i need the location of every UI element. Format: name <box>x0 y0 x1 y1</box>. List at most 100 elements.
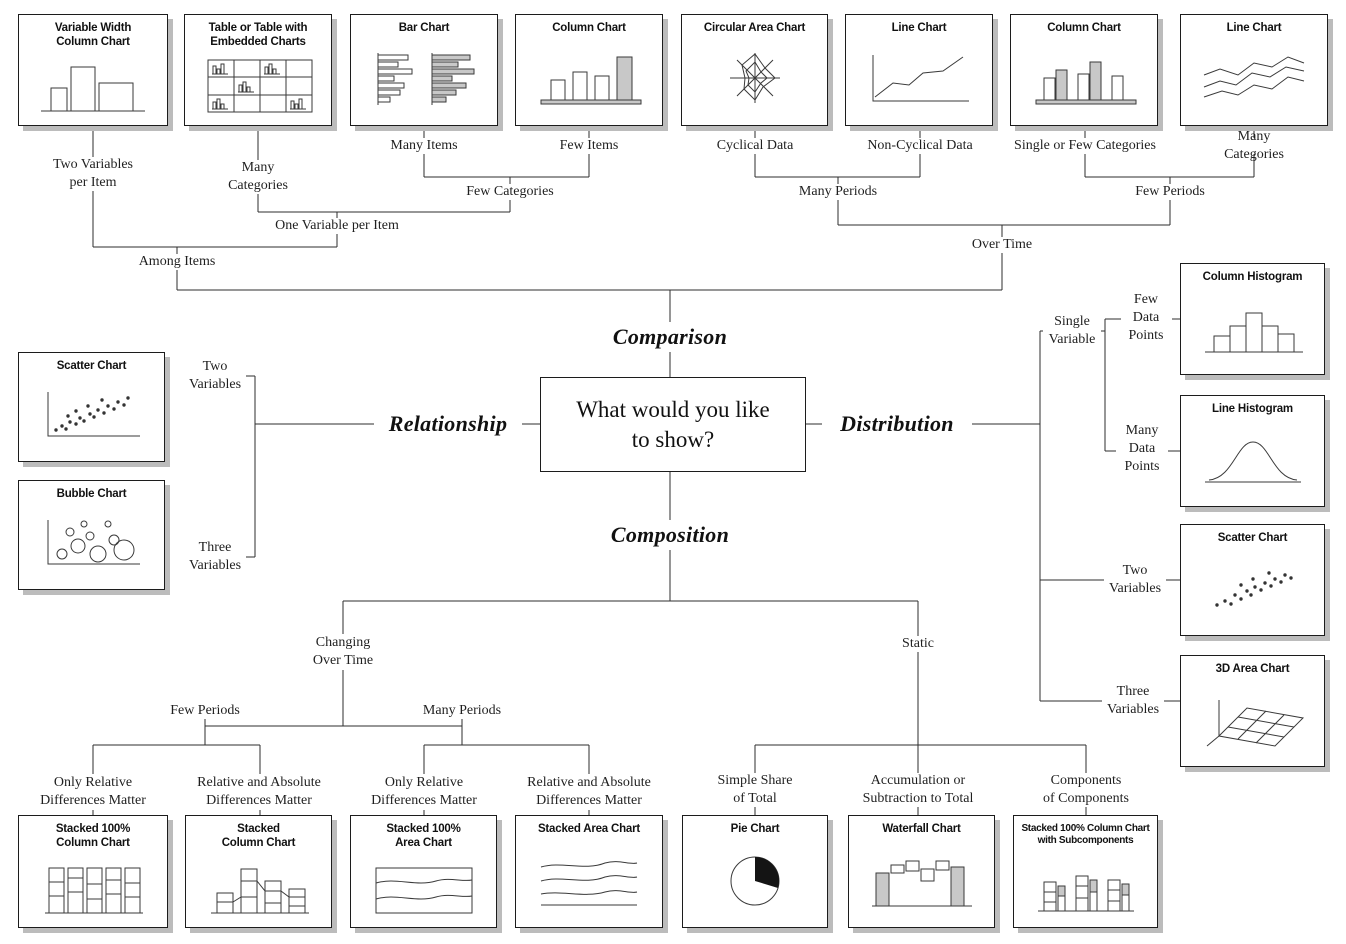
branch-composition: Composition <box>610 522 730 547</box>
column-histogram-icon <box>1185 285 1320 370</box>
label-many-items: Many Items <box>390 138 458 154</box>
chart-title: Stacked 100% Area Chart <box>386 823 461 849</box>
label-only-relative-2: Only Relative Differences Matter <box>371 775 477 808</box>
stacked-column-chart-icon <box>190 851 327 923</box>
chart-card-circular-area: Circular Area Chart <box>681 14 828 126</box>
label-few-periods-bottom: Few Periods <box>170 703 240 719</box>
chart-title: Line Histogram <box>1212 403 1293 415</box>
pie-chart-icon <box>687 837 823 923</box>
label-over-time: Over Time <box>971 237 1033 253</box>
label-relative-absolute-2: Relative and Absolute Differences Matter <box>527 775 651 808</box>
branch-distribution: Distribution <box>840 411 954 436</box>
chart-title: Pie Chart <box>730 823 780 835</box>
label-cyclical-data: Cyclical Data <box>716 138 794 154</box>
chart-card-bar-chart: Bar Chart <box>350 14 498 126</box>
chart-card-waterfall: Waterfall Chart <box>848 815 995 928</box>
chart-title: Stacked Column Chart <box>221 823 296 849</box>
variable-width-column-chart-icon <box>23 50 163 121</box>
label-many-data-points: Many Data Points <box>1124 423 1160 474</box>
label-few-categories: Few Categories <box>466 184 554 200</box>
chart-card-3d-area: 3D Area Chart <box>1180 655 1325 767</box>
label-many-periods-top: Many Periods <box>798 184 878 200</box>
stacked-area-chart-icon <box>520 837 658 923</box>
label-few-items: Few Items <box>559 138 619 154</box>
chart-title: Variable Width Column Chart <box>54 22 132 48</box>
multi-line-chart-icon <box>1185 36 1323 121</box>
chart-title: Column Histogram <box>1202 271 1303 283</box>
waterfall-chart-icon <box>853 837 990 923</box>
stacked-100-subcomponents-icon <box>1018 847 1153 923</box>
label-only-relative-1: Only Relative Differences Matter <box>40 775 146 808</box>
circular-area-chart-icon <box>686 36 823 121</box>
chart-card-line-chart-noncyclical: Line Chart <box>845 14 993 126</box>
chart-title: Column Chart <box>1047 22 1121 34</box>
chart-card-stacked-area: Stacked Area Chart <box>515 815 663 928</box>
chart-title: Column Chart <box>552 22 626 34</box>
chart-card-stacked-100-area: Stacked 100% Area Chart <box>350 815 497 928</box>
table-embedded-charts-icon <box>189 50 327 121</box>
scatter-plot-icon <box>1185 546 1320 631</box>
stacked-100-area-chart-icon <box>355 851 492 923</box>
chart-card-line-chart-many-categories: Line Chart <box>1180 14 1328 126</box>
chart-card-scatter-right: Scatter Chart <box>1180 524 1325 636</box>
column-chart-icon <box>520 36 658 121</box>
bar-chart-icon <box>355 36 493 121</box>
chart-title: Circular Area Chart <box>703 22 806 34</box>
label-few-periods-top: Few Periods <box>1135 184 1205 200</box>
label-single-variable: Single Variable <box>1048 314 1096 347</box>
chart-card-scatter-left: Scatter Chart <box>18 352 165 462</box>
bubble-chart-icon <box>23 502 160 585</box>
chart-title: Waterfall Chart <box>882 823 961 835</box>
label-components-of-components: Components of Components <box>1043 773 1129 806</box>
chart-title: Line Chart <box>1226 22 1282 34</box>
grouped-column-chart-icon <box>1015 36 1153 121</box>
branch-relationship: Relationship <box>388 411 508 436</box>
chart-title: Stacked Area Chart <box>537 823 641 835</box>
label-changing-over-time: Changing Over Time <box>312 635 374 668</box>
line-chart-icon <box>850 36 988 121</box>
3d-area-chart-icon <box>1185 677 1320 762</box>
chart-card-line-histogram: Line Histogram <box>1180 395 1325 507</box>
label-two-variables-per-item: Two Variables per Item <box>52 157 134 190</box>
chart-title: Line Chart <box>891 22 947 34</box>
chart-title: Table or Table with Embedded Charts <box>208 22 308 48</box>
label-static: Static <box>902 636 934 652</box>
branch-comparison: Comparison <box>612 324 728 349</box>
chart-title: Scatter Chart <box>1217 532 1288 544</box>
label-three-variables-right: Three Variables <box>1106 684 1160 717</box>
scatter-chart-icon <box>23 374 160 457</box>
chart-card-column-chart-few-periods: Column Chart <box>1010 14 1158 126</box>
label-accumulation-subtraction: Accumulation or Subtraction to Total <box>862 773 974 806</box>
chart-title: 3D Area Chart <box>1215 663 1290 675</box>
label-two-variables-right: Two Variables <box>1108 563 1162 596</box>
chart-card-variable-width-column: Variable Width Column Chart <box>18 14 168 126</box>
label-relative-absolute-1: Relative and Absolute Differences Matter <box>197 775 321 808</box>
label-non-cyclical-data: Non-Cyclical Data <box>867 138 973 154</box>
chart-title: Stacked 100% Column Chart with Subcompon… <box>1021 823 1150 846</box>
label-three-variables-left: Three Variables <box>188 540 242 573</box>
label-many-periods-bottom: Many Periods <box>422 703 502 719</box>
label-many-categories-top: Many Categories <box>228 160 288 193</box>
chart-card-stacked-100-column: Stacked 100% Column Chart <box>18 815 168 928</box>
chart-card-column-chart-few-items: Column Chart <box>515 14 663 126</box>
chart-title: Bubble Chart <box>56 488 127 500</box>
chart-card-table-embedded: Table or Table with Embedded Charts <box>184 14 332 126</box>
central-question-box: What would you like to show? <box>540 377 806 472</box>
chart-card-column-histogram: Column Histogram <box>1180 263 1325 375</box>
chart-card-stacked-column: Stacked Column Chart <box>185 815 332 928</box>
label-few-data-points: Few Data Points <box>1128 292 1164 343</box>
label-one-variable-per-item: One Variable per Item <box>275 218 399 234</box>
stacked-100-column-chart-icon <box>23 851 163 923</box>
chart-card-pie: Pie Chart <box>682 815 828 928</box>
central-question: What would you like to show? <box>576 396 770 452</box>
line-histogram-icon <box>1185 417 1320 502</box>
chart-title: Stacked 100% Column Chart <box>55 823 131 849</box>
label-two-variables-left: Two Variables <box>188 359 242 392</box>
label-simple-share-of-total: Simple Share of Total <box>717 773 793 806</box>
label-among-items: Among Items <box>138 254 216 270</box>
label-many-categories-right: Many Categories <box>1224 129 1284 162</box>
label-single-or-few-categories: Single or Few Categories <box>1014 138 1156 154</box>
chart-title: Bar Chart <box>398 22 450 34</box>
